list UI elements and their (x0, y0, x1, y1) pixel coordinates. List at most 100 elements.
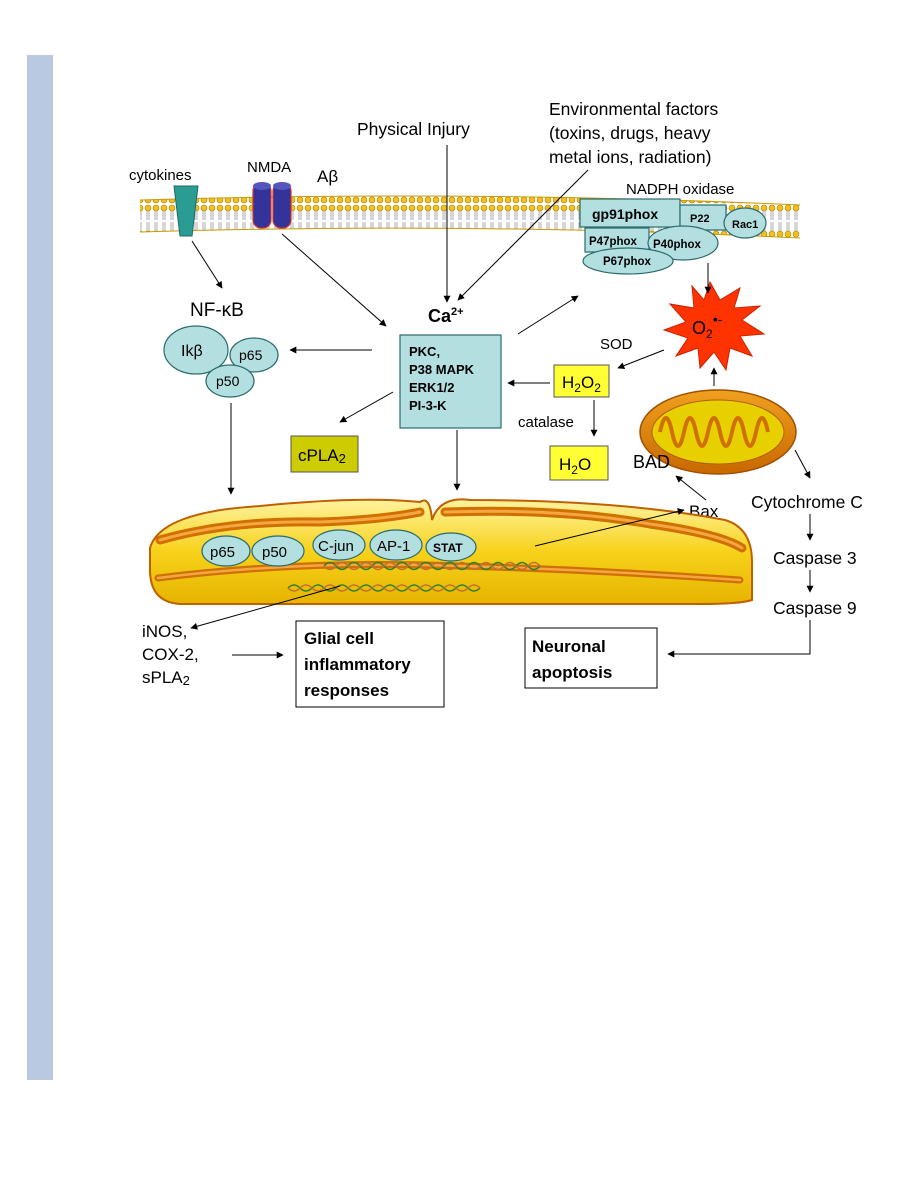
p67phox-label: P67phox (603, 256, 652, 268)
rac1-label: Rac1 (732, 219, 758, 231)
arrow-kinase-cpla2 (339, 391, 394, 423)
cjun-label: C-jun (318, 538, 354, 555)
nucleus-factors: p65 p50 C-jun AP-1 STAT (201, 529, 477, 567)
inos-label: iNOS, (142, 622, 187, 641)
arrow-cytokines-nfkb (191, 240, 223, 289)
gp91phox-subunit (579, 198, 681, 228)
environmental-factors-label: Environmental factors (549, 99, 718, 119)
glial-line3: responses (304, 681, 389, 700)
calcium-superscript: 2+ (451, 306, 464, 318)
stat-label: STAT (433, 541, 463, 555)
nadph-oxidase-complex: gp91phox P22 Rac1 P47phox P40phox P67pho… (579, 198, 767, 275)
cytochrome-c-label: Cytochrome C (751, 492, 863, 512)
p40phox-label: P40phox (653, 239, 702, 251)
cpla2-base: cPLA (298, 446, 339, 465)
ikb-complex: Ikβ p65 p50 (163, 325, 279, 398)
nuc-p50-protein (251, 535, 305, 567)
arrow-kinase-nadph (517, 295, 579, 335)
stat-protein (425, 532, 477, 562)
arrow-nucleus-inos (190, 585, 341, 630)
nuc-p65-protein (201, 535, 251, 567)
h2o-sub: 2 (571, 463, 578, 477)
spla2-base: sPLA (142, 668, 183, 687)
kinase-box: PKC, P38 MAPK ERK1/2 PI-3-K (399, 334, 502, 429)
spla2-label: sPLA2 (142, 668, 190, 688)
arrow-bax-bad (675, 475, 707, 501)
ikb-protein (163, 325, 229, 375)
p50-protein (205, 364, 255, 398)
calcium-base: Ca (428, 306, 452, 326)
calcium-label: Ca2+ (428, 306, 464, 326)
p47phox-label: P47phox (589, 236, 638, 248)
p22-label: P22 (690, 213, 710, 225)
glial-line1: Glial cell (304, 629, 374, 648)
superoxide-charge: •- (713, 311, 723, 327)
cpla2-label: cPLA2 (298, 446, 346, 466)
p67phox-subunit (582, 247, 674, 275)
h2o-label: H2O (559, 455, 591, 477)
kinase-pi3k-label: PI-3-K (409, 398, 447, 413)
h2o2-sub1: 2 (574, 381, 581, 395)
cox2-label: COX-2, (142, 645, 199, 664)
caspase9-label: Caspase 9 (773, 598, 857, 618)
p40phox-subunit (647, 225, 719, 261)
spla2-subscript: 2 (183, 673, 190, 688)
ap1-label: AP-1 (377, 538, 410, 555)
environmental-factors-label-3: metal ions, radiation) (549, 147, 711, 167)
glial-line2: inflammatory (304, 655, 411, 674)
nadph-oxidase-label: NADPH oxidase (626, 181, 734, 198)
nuc-p50-label: p50 (262, 544, 287, 561)
cpla2-subscript: 2 (339, 451, 346, 466)
physical-injury-label: Physical Injury (357, 119, 470, 139)
h2o2-label: H2O2 (562, 373, 601, 395)
p65-protein (229, 337, 279, 373)
neuronal-line2: apoptosis (532, 663, 612, 682)
bad-label: BAD (633, 452, 670, 472)
neuronal-line1: Neuronal (532, 637, 606, 656)
nmda-label: NMDA (247, 159, 291, 176)
p50-label: p50 (216, 373, 240, 389)
ikb-label: Ikβ (181, 343, 203, 360)
arrow-nmda-kinase (281, 233, 387, 327)
superoxide-burst: O2•- (662, 280, 766, 372)
superoxide-o: O (692, 318, 706, 338)
nmda-receptor-icon (252, 182, 292, 229)
abeta-label: Aβ (317, 167, 338, 186)
superoxide-sub: 2 (706, 327, 713, 341)
arrow-caspase9-apoptosis (667, 620, 811, 658)
superoxide-label: O2•- (692, 311, 723, 341)
kinase-p38-label: P38 MAPK (409, 362, 475, 377)
cytokines-label: cytokines (129, 167, 192, 184)
nuc-p65-label: p65 (210, 544, 235, 561)
p65-label: p65 (239, 347, 263, 363)
arrow-environmental (457, 169, 589, 301)
h2o2-h: H (562, 373, 574, 392)
h2o-o: O (578, 455, 591, 474)
catalase-label: catalase (518, 414, 574, 431)
rac1-subunit (723, 207, 767, 239)
caspase3-label: Caspase 3 (773, 548, 857, 568)
ap1-protein (369, 529, 423, 561)
h2o-box: H2O (549, 445, 609, 481)
cytokine-receptor-icon (173, 185, 199, 237)
arrow-superoxide-h2o2 (617, 349, 665, 369)
h2o2-o: O (581, 373, 594, 392)
arrow-nucleus-bax (534, 508, 685, 547)
nfkb-label: NF-κB (190, 300, 244, 321)
cpla2-box: cPLA2 (290, 435, 359, 473)
arrow-mito-cytochrome (794, 449, 811, 479)
h2o2-box: H2O2 (553, 364, 610, 398)
mitochondrion-icon (639, 389, 797, 475)
kinase-pkc-label: PKC, (409, 344, 440, 359)
slide-side-bar (27, 55, 53, 1080)
sod-label: SOD (600, 336, 633, 353)
neuronal-apoptosis-box: Neuronal apoptosis (524, 627, 658, 689)
cjun-protein (312, 529, 366, 561)
gp91phox-label: gp91phox (592, 206, 658, 222)
h2o-h: H (559, 455, 571, 474)
kinase-erk-label: ERK1/2 (409, 380, 455, 395)
glial-responses-box: Glial cell inflammatory responses (295, 620, 445, 708)
environmental-factors-label-2: (toxins, drugs, heavy (549, 123, 711, 143)
h2o2-sub2: 2 (594, 381, 601, 395)
